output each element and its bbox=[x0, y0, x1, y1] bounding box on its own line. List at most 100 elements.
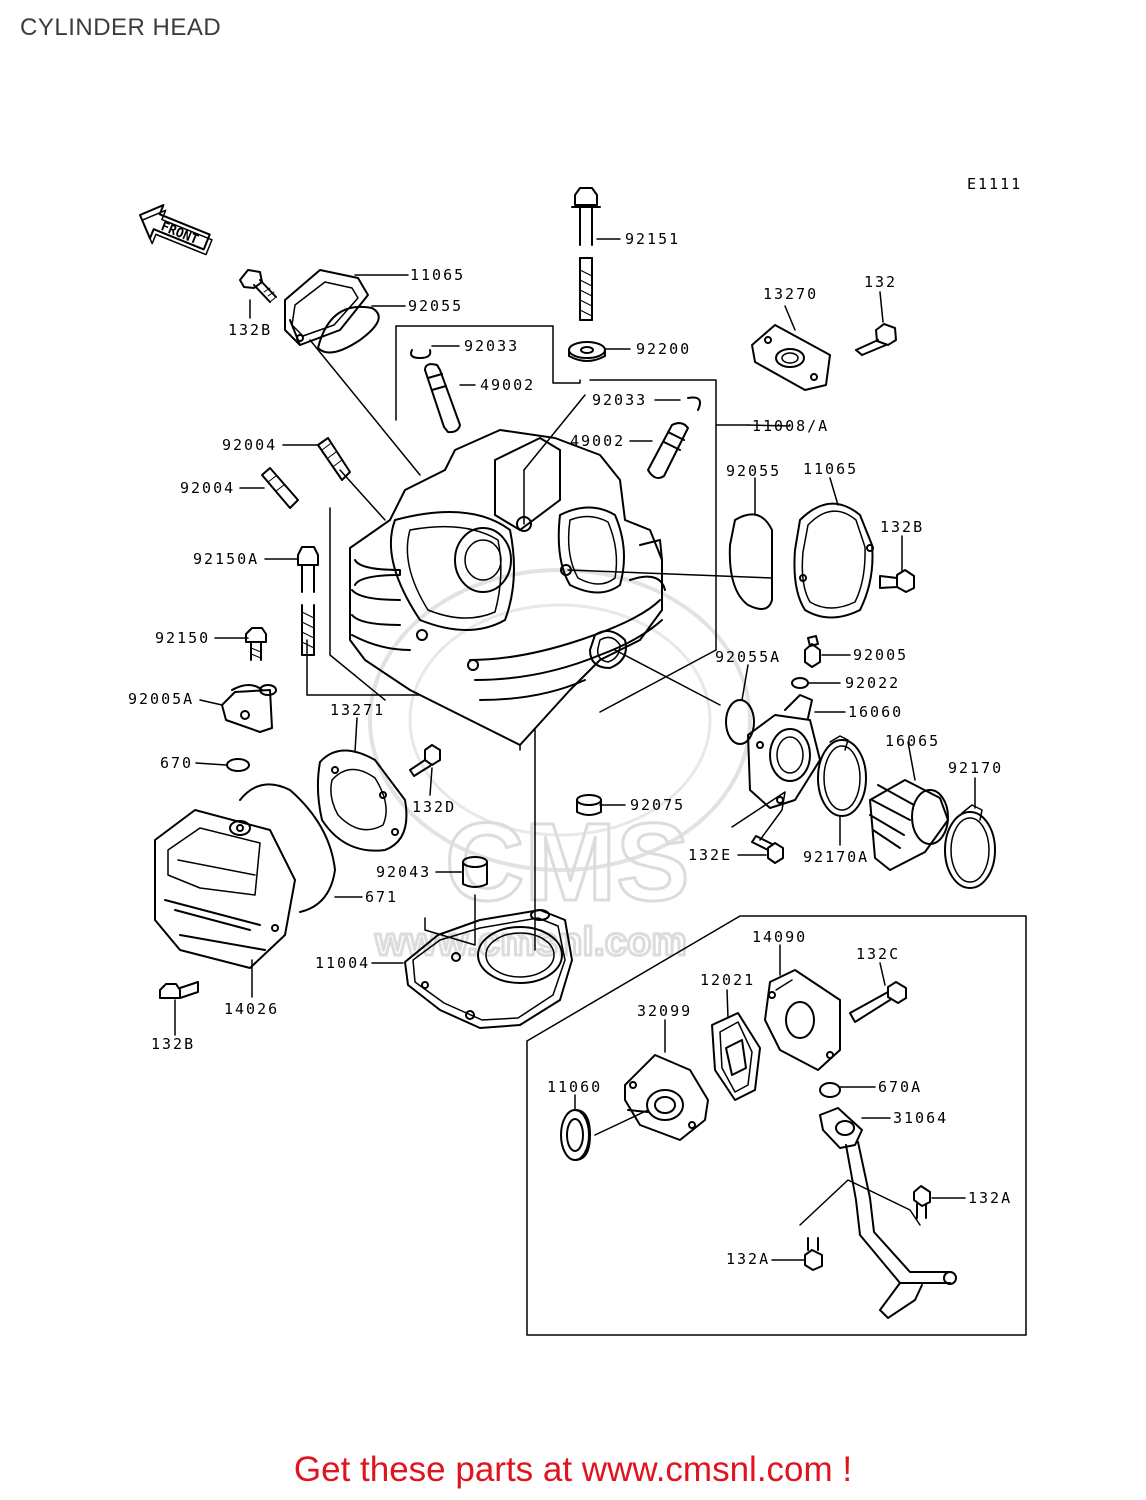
cover-plate-13270 bbox=[751, 324, 831, 391]
bolt-132A-right bbox=[913, 1185, 931, 1219]
gasket-13271 bbox=[316, 749, 408, 852]
valve-cover-14026 bbox=[154, 809, 296, 969]
pipe-31064 bbox=[819, 1107, 957, 1319]
label-leader-lines bbox=[174, 238, 976, 1261]
part-label: 11060 bbox=[547, 1078, 602, 1096]
part-label: 132B bbox=[228, 321, 272, 339]
bolt-132A-left bbox=[804, 1237, 823, 1271]
stud-92004-lower bbox=[261, 467, 299, 509]
part-label: 11065 bbox=[410, 266, 465, 284]
o-ring-670 bbox=[226, 758, 250, 772]
footer-link-text[interactable]: Get these parts at www.cmsnl.com ! bbox=[293, 1450, 853, 1489]
bolt-132D bbox=[409, 744, 441, 777]
clip-92033-right bbox=[687, 396, 701, 411]
part-label: 11065 bbox=[803, 460, 858, 478]
inset-box bbox=[526, 915, 1027, 1336]
stud-92004-upper bbox=[317, 437, 351, 481]
part-label: 92022 bbox=[845, 674, 900, 692]
assembly-boundary-lines bbox=[306, 325, 749, 751]
washer-92200 bbox=[568, 341, 606, 362]
fitting-92005 bbox=[804, 635, 821, 668]
bolt-92151 bbox=[571, 187, 601, 321]
part-label: 92033 bbox=[464, 337, 519, 355]
bolt-132B-bottom bbox=[159, 981, 199, 999]
part-label: 13271 bbox=[330, 701, 385, 719]
part-label: 12021 bbox=[700, 971, 755, 989]
part-label: 92005A bbox=[128, 690, 194, 708]
seal-11060 bbox=[560, 1109, 591, 1161]
valve-guide-49002-right bbox=[647, 422, 689, 479]
part-label: 13270 bbox=[763, 285, 818, 303]
part-label: 92075 bbox=[630, 796, 685, 814]
part-label: 11008/A bbox=[752, 417, 829, 435]
hose-16065 bbox=[869, 779, 949, 871]
dowel-92043 bbox=[462, 856, 488, 888]
part-label: 670 bbox=[160, 754, 193, 772]
gasket-leader bbox=[424, 894, 476, 946]
watermark-url: www.cmsnl.com bbox=[374, 920, 687, 964]
pipe-bolt-leader bbox=[799, 1179, 921, 1226]
part-label: 132C bbox=[856, 945, 900, 963]
exploded-parts-diagram: CMS www.cmsnl.com FRONT E1111 bbox=[128, 175, 1027, 1336]
washer-92022 bbox=[791, 677, 809, 689]
o-ring-92055-right bbox=[728, 513, 773, 610]
reed-housing-14090 bbox=[764, 969, 841, 1071]
part-label: 92170A bbox=[803, 848, 869, 866]
part-label: 49002 bbox=[570, 432, 625, 450]
o-ring-92055A bbox=[725, 699, 755, 745]
clamp-92170A bbox=[817, 735, 867, 817]
part-label: 92151 bbox=[625, 230, 680, 248]
part-label: 92200 bbox=[636, 340, 691, 358]
part-label: 132A bbox=[968, 1189, 1012, 1207]
part-label: 16065 bbox=[885, 732, 940, 750]
head-leader-lines bbox=[309, 339, 773, 951]
part-label: 92055 bbox=[408, 297, 463, 315]
cover-11065-right bbox=[793, 502, 874, 619]
part-labels: 92151 11065 92055 132B 92200 13270 132 9… bbox=[128, 230, 1012, 1268]
part-label: 92033 bbox=[592, 391, 647, 409]
part-label: 670A bbox=[878, 1078, 922, 1096]
o-ring-92055-top bbox=[317, 305, 380, 354]
clip-92033-left bbox=[410, 349, 432, 359]
clamp-92170 bbox=[944, 804, 996, 889]
part-label: 132B bbox=[880, 518, 924, 536]
part-label: 92055A bbox=[715, 648, 781, 666]
part-label: 92004 bbox=[222, 436, 277, 454]
joint-leader bbox=[731, 791, 786, 841]
o-ring-671 bbox=[239, 783, 336, 913]
bolt-132C bbox=[849, 981, 907, 1023]
part-label: 11004 bbox=[315, 954, 370, 972]
part-label: 132E bbox=[688, 846, 732, 864]
o-ring-670A bbox=[819, 1082, 841, 1098]
diagram-code: E1111 bbox=[967, 175, 1022, 193]
bolt-132 bbox=[855, 323, 897, 356]
part-label: 132D bbox=[412, 798, 456, 816]
part-label: 31064 bbox=[893, 1109, 948, 1127]
fitting-92005A bbox=[221, 684, 277, 733]
bolt-92150 bbox=[245, 627, 267, 661]
adapter-32099 bbox=[624, 1054, 709, 1141]
part-label: 92005 bbox=[853, 646, 908, 664]
joint-16060 bbox=[747, 694, 821, 809]
bolt-132B-top bbox=[239, 269, 277, 303]
bolt-132E bbox=[751, 835, 784, 864]
reed-valve-12021 bbox=[711, 1012, 761, 1101]
part-label: 92004 bbox=[180, 479, 235, 497]
part-label: 671 bbox=[365, 888, 398, 906]
head-gasket-11004 bbox=[404, 909, 573, 1029]
part-label: 132B bbox=[151, 1035, 195, 1053]
front-arrow-icon: FRONT bbox=[139, 204, 213, 256]
part-label: 14026 bbox=[224, 1000, 279, 1018]
bolt-92150A bbox=[297, 546, 319, 656]
page-title: CYLINDER HEAD bbox=[20, 14, 222, 41]
watermark-text: CMS bbox=[445, 801, 689, 924]
dowel-92075 bbox=[576, 794, 602, 816]
part-label: 14090 bbox=[752, 928, 807, 946]
cylinder-head bbox=[349, 429, 666, 746]
valve-guide-49002-left bbox=[424, 363, 461, 434]
part-label: 92150A bbox=[193, 550, 259, 568]
part-label: 132 bbox=[864, 273, 897, 291]
bolt-132B-right bbox=[879, 569, 915, 593]
part-label: 32099 bbox=[637, 1002, 692, 1020]
part-label: 16060 bbox=[848, 703, 903, 721]
